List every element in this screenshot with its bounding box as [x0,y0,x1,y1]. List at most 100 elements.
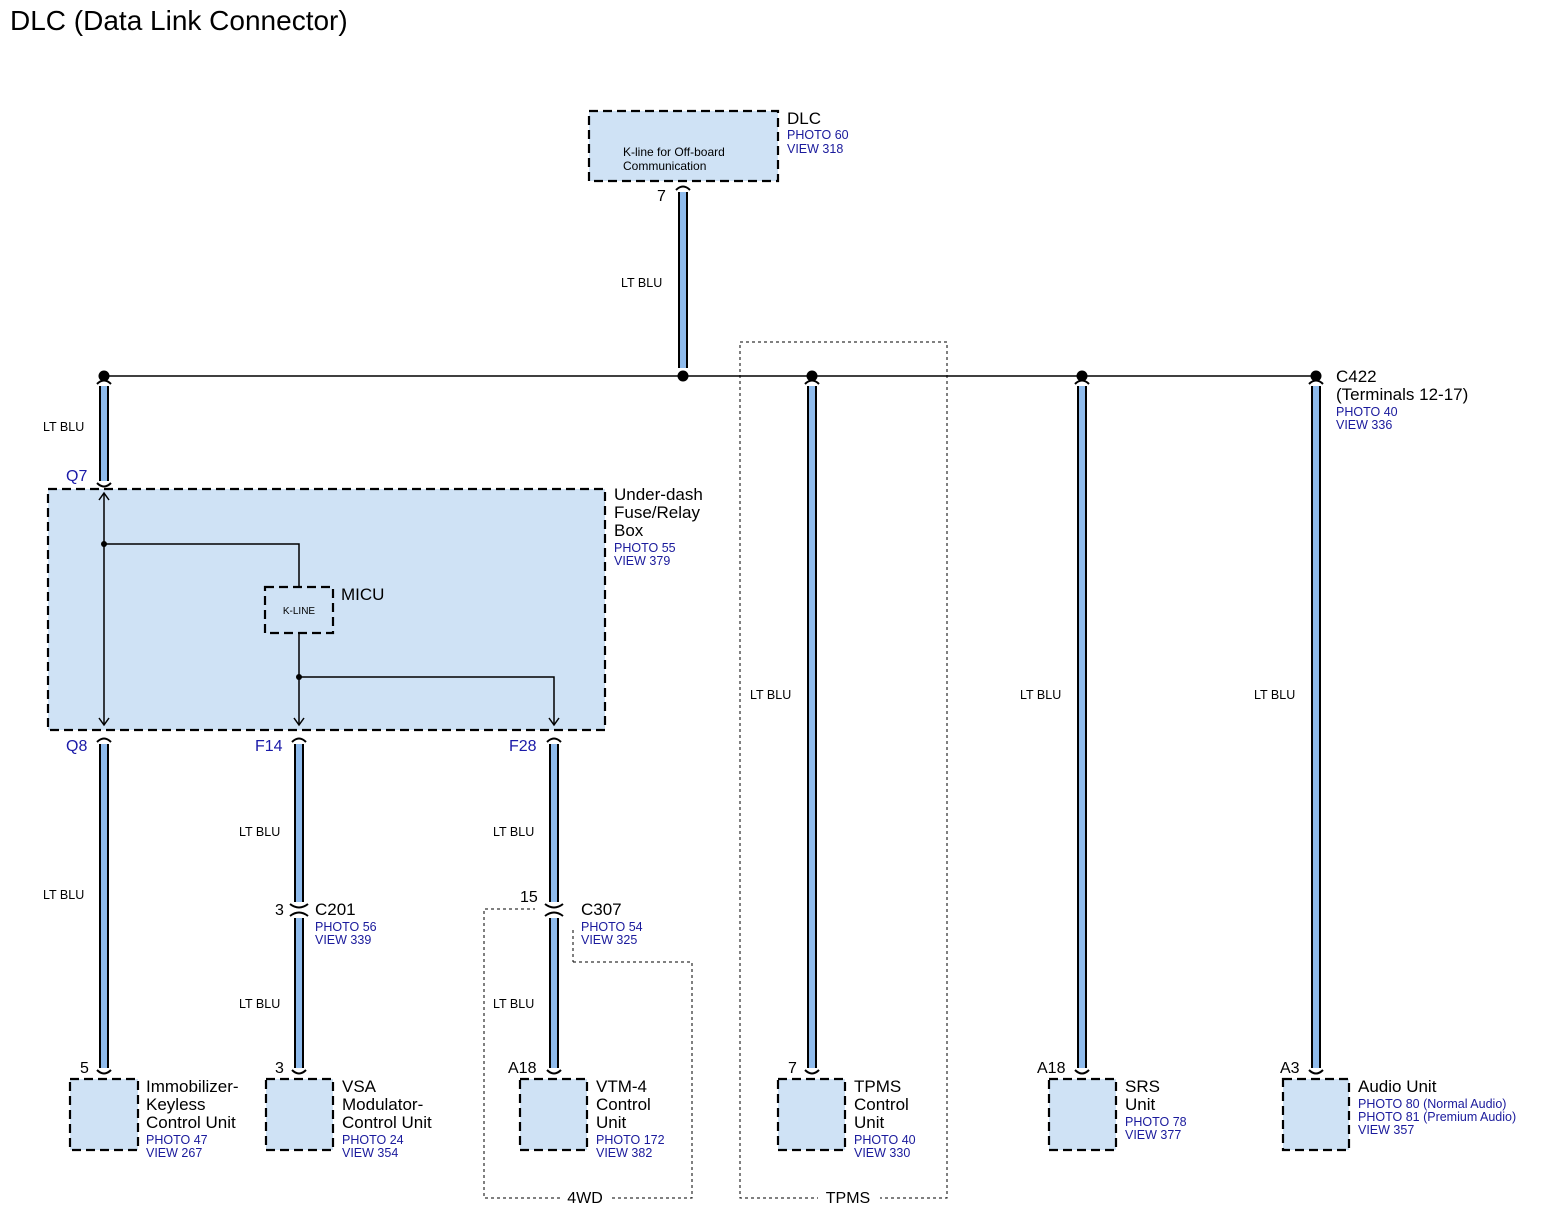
fuse-box-name-line2: Fuse/Relay [614,503,700,522]
c422-connector: C422 (Terminals 12-17) PHOTO 40 VIEW 336 [1336,367,1468,432]
view-ref: VIEW 330 [854,1146,910,1160]
wire-bus-to-q7: LT BLU [43,379,112,488]
connector-cap [804,1069,820,1075]
immobilizer-control-unit: 5 Immobilizer- Keyless Control Unit PHOT… [68,1060,239,1160]
c307-pin-number: 15 [520,889,538,906]
audio-unit: A3 Audio Unit PHOTO 80 (Normal Audio) PH… [1280,1060,1516,1152]
wire-color-label: LT BLU [750,688,791,702]
photo-ref: PHOTO 80 (Normal Audio) [1358,1097,1506,1111]
wire-q8-to-immobilizer: LT BLU [43,737,112,1075]
dlc-box [587,109,780,183]
internal-line [104,543,300,587]
fuse-box-name-line3: Box [614,521,644,540]
dlc-pin-number: 7 [657,188,666,205]
arrow-head [293,717,305,727]
pin-number: 3 [275,1060,284,1077]
pin-number: 5 [80,1060,89,1077]
dlc-desc-line2: Communication [623,159,706,173]
wire-color-label: LT BLU [1254,688,1295,702]
component-name-line1: SRS [1125,1077,1160,1096]
photo-ref: PHOTO 78 [1125,1115,1187,1129]
c307-view-ref: VIEW 325 [581,933,637,947]
connector-cap [96,482,112,488]
c307-photo-ref: PHOTO 54 [581,920,643,934]
connector-cap [1074,1069,1090,1075]
wire-f14-to-vsa: LT BLU LT BLU 3 C201 PHOTO 56 VIEW 339 [239,737,377,1075]
wire-color-label: LT BLU [43,888,84,902]
dlc-view-ref: VIEW 318 [787,142,843,156]
component-name-line3: Control Unit [342,1113,432,1132]
dlc-photo-ref: PHOTO 60 [787,128,849,142]
splice-dot [1310,370,1322,382]
splice-dot [806,370,818,382]
wire-color-label: LT BLU [43,420,84,434]
c422-photo-ref: PHOTO 40 [1336,405,1398,419]
wire-color-label: LT BLU [239,997,280,1011]
photo-ref: PHOTO 81 (Premium Audio) [1358,1110,1516,1124]
connector-cap [804,379,820,385]
connector-cap [544,903,564,909]
wire-color-label: LT BLU [493,825,534,839]
connector-cap [96,737,112,743]
fuse-box-name-line1: Under-dash [614,485,703,504]
component-name-line2: Control [596,1095,651,1114]
group-4wd-label: 4WD [567,1190,603,1207]
component-name-line3: Control Unit [146,1113,236,1132]
c201-photo-ref: PHOTO 56 [315,920,377,934]
connector-cap [96,379,112,385]
c201-view-ref: VIEW 339 [315,933,371,947]
pin-number: A18 [508,1060,537,1077]
connector-cap [546,737,562,743]
group-4wd: 4WD [483,908,693,1207]
terminal-q8: Q8 [66,738,87,755]
wire-color-label: LT BLU [239,825,280,839]
connector-cap [1308,379,1324,385]
group-tpms: TPMS [739,341,948,1207]
component-box [776,1077,847,1152]
group-tpms-label: TPMS [826,1190,870,1207]
c422-name: C422 [1336,367,1377,386]
pin-number: 7 [788,1060,797,1077]
wire-color-label: LT BLU [493,997,534,1011]
vtm4-control-unit: A18 VTM-4 Control Unit PHOTO 172 VIEW 38… [508,1060,665,1160]
component-name-line1: TPMS [854,1077,901,1096]
c307-name: C307 [581,900,622,919]
group-4wd-outline [483,908,693,1199]
wire-color-label: LT BLU [1020,688,1061,702]
photo-ref: PHOTO 47 [146,1133,208,1147]
arrow-head [98,717,110,727]
component-box [1281,1077,1351,1152]
splice-dot [677,370,689,382]
srs-unit: A18 SRS Unit PHOTO 78 VIEW 377 [1037,1060,1187,1152]
group-tpms-label-bg [818,1190,880,1206]
view-ref: VIEW 267 [146,1146,202,1160]
component-name-line2: Unit [1125,1095,1156,1114]
component-name-line3: Unit [596,1113,627,1132]
terminal-f14: F14 [255,738,283,755]
tpms-control-unit: 7 TPMS Control Unit PHOTO 40 VIEW 330 [776,1060,916,1160]
photo-ref: PHOTO 24 [342,1133,404,1147]
component-name-line2: Control [854,1095,909,1114]
dlc-name: DLC [787,109,821,128]
c422-terminals: (Terminals 12-17) [1336,385,1468,404]
connector-cap [96,1069,112,1075]
component-box [1047,1077,1118,1152]
c201-name: C201 [315,900,356,919]
vsa-modulator-control-unit: 3 VSA Modulator- Control Unit PHOTO 24 V… [264,1060,432,1160]
micu-name: MICU [341,585,384,604]
c422-view-ref: VIEW 336 [1336,418,1392,432]
connector-cap [289,911,309,917]
arrow-head [548,717,560,727]
internal-line [299,676,555,724]
wire-bus-to-audio: LT BLU [1254,379,1324,1075]
component-name-line2: Keyless [146,1095,206,1114]
dlc-desc-line1: K-line for Off-board [623,145,725,159]
connector-cap [291,737,307,743]
view-ref: VIEW 357 [1358,1123,1414,1137]
component-name-line1: VTM-4 [596,1077,647,1096]
pin-number: A3 [1280,1060,1300,1077]
connector-cap [675,185,691,191]
connector-cap [1074,379,1090,385]
component-name-line2: Modulator- [342,1095,423,1114]
